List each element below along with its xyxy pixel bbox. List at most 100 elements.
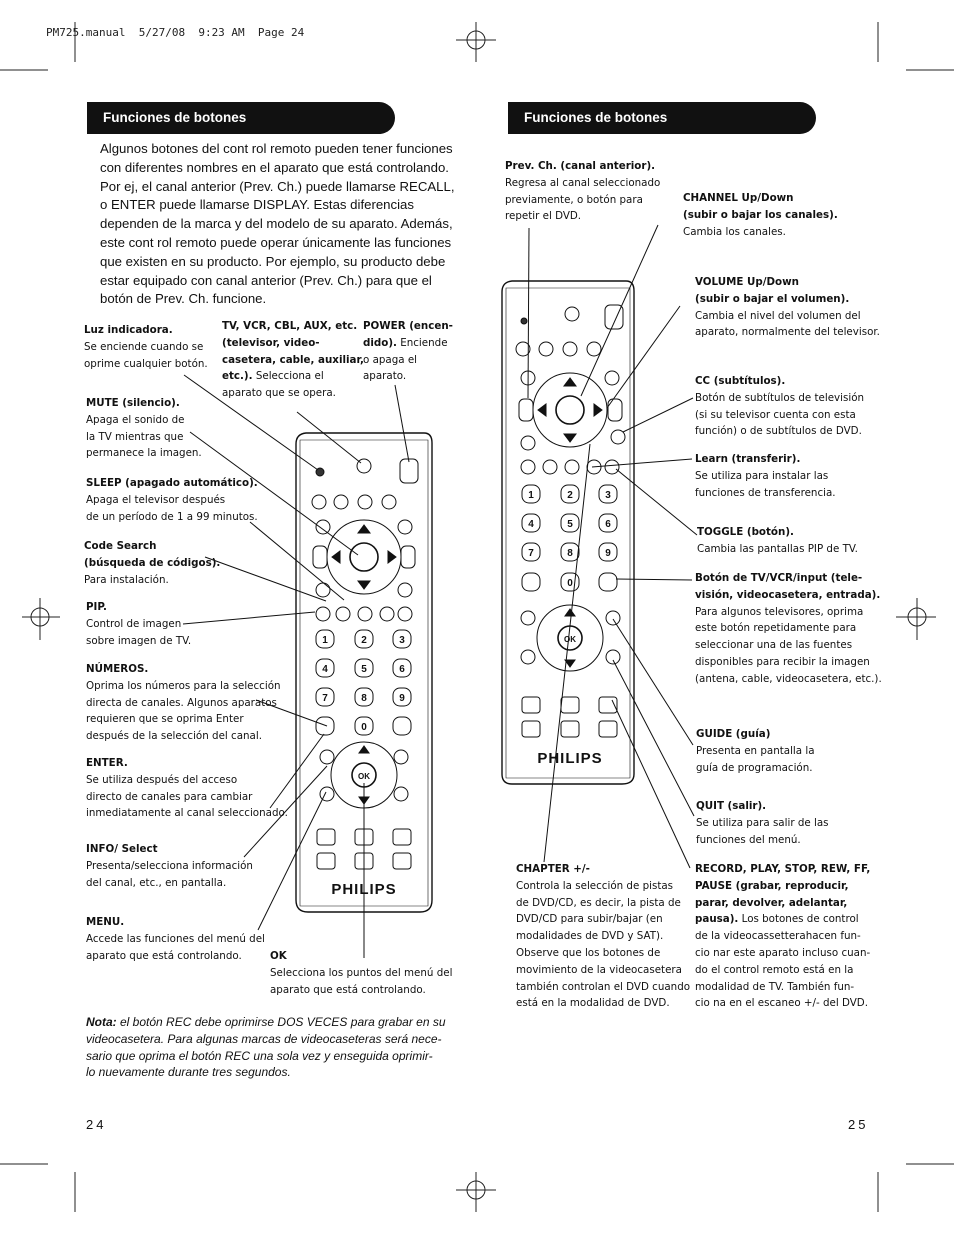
label-title: (subir o bajar el volumen). — [695, 292, 850, 305]
right-section-banner: Funciones de botones — [508, 102, 816, 134]
label-mute: MUTE (silencio). Apaga el sonido de la T… — [86, 395, 202, 462]
label-text: o apaga el — [363, 353, 418, 366]
intro-line: este cont rol remoto puede operar únicam… — [100, 234, 452, 250]
label-text: modalidad de TV. También fun- — [695, 980, 855, 993]
intro-line: con diferentes nombres en el aparato que… — [100, 159, 449, 175]
label-title: (televisor, video- — [222, 336, 320, 349]
key-7: 7 — [528, 548, 534, 559]
rec-note: Nota: el botón REC debe oprimirse DOS VE… — [86, 1014, 446, 1081]
label-title: PAUSE (grabar, reproducir, — [695, 879, 849, 892]
key-2: 2 — [567, 490, 573, 501]
label-text: Cambia el nivel del volumen del — [695, 309, 861, 322]
label-toggle: TOGGLE (botón). Cambia las pantallas PIP… — [697, 524, 858, 558]
label-text: movimiento de la videocasetera — [516, 963, 682, 976]
label-cc: CC (subtítulos). Botón de subtítulos de … — [695, 373, 864, 440]
label-quit: QUIT (salir). Se utiliza para salir de l… — [696, 798, 829, 848]
label-text: aparato que se opera. — [222, 387, 336, 400]
key-9: 9 — [399, 693, 405, 704]
label-text: disponibles para recibir la imagen — [695, 655, 870, 668]
label-text: Control de imagen — [86, 617, 182, 630]
key-4: 4 — [528, 519, 534, 530]
label-title: PIP. — [86, 601, 107, 613]
key-0: 0 — [361, 722, 367, 733]
label-text: Regresa al canal seleccionado — [505, 176, 661, 189]
label-text: directo de canales para cambiar — [86, 790, 253, 803]
label-title: TV, VCR, CBL, AUX, etc. — [222, 320, 358, 332]
label-title: (búsqueda de códigos). — [84, 556, 221, 569]
label-device-keys: TV, VCR, CBL, AUX, etc. (televisor, vide… — [222, 318, 364, 402]
label-title: TOGGLE (botón). — [697, 526, 794, 538]
label-channel: CHANNEL Up/Down (subir o bajar los canal… — [683, 190, 838, 240]
intro-line: dependen de la marca y del modelo de su … — [100, 216, 453, 232]
label-text: aparato que está controlando. — [270, 983, 426, 996]
label-title: SLEEP (apagado automático). — [86, 477, 258, 489]
label-text: guía de programación. — [696, 761, 813, 774]
print-header: PM725.manual 5/27/08 9:23 AM Page 24 — [46, 26, 305, 39]
label-title: pausa). — [695, 913, 739, 926]
label-text: de la videocassetterahacen fun- — [695, 930, 861, 943]
label-numeros: NÚMEROS. Oprima los números para la sele… — [86, 661, 281, 745]
note-text: el botón REC debe oprimirse DOS VECES pa… — [116, 1015, 446, 1029]
key-7: 7 — [322, 693, 328, 704]
note-text: lo nuevamente durante tres segundos. — [86, 1065, 291, 1080]
key-1: 1 — [528, 490, 534, 501]
label-text: repetir el DVD. — [505, 210, 582, 223]
label-text: directa de canales. Algunos aparatos — [86, 696, 277, 709]
label-text: Presenta en pantalla la — [696, 744, 815, 757]
label-code-search: Code Search (búsqueda de códigos). Para … — [84, 538, 220, 588]
label-text: Observe que los botones de — [516, 946, 661, 959]
key-6: 6 — [399, 664, 405, 675]
label-title: Luz indicadora. — [84, 324, 173, 336]
label-luz-indicadora: Luz indicadora. Se enciende cuando se op… — [84, 322, 208, 372]
left-section-banner: Funciones de botones — [87, 102, 395, 134]
label-text: funciones de transferencia. — [695, 486, 836, 499]
right-callout-lines — [527, 224, 698, 869]
label-title: (subir o bajar los canales). — [683, 208, 838, 221]
label-text: Enciende — [396, 336, 448, 349]
left-remote — [295, 432, 433, 913]
note-text: sario que oprima el botón REC una sola v… — [86, 1048, 433, 1063]
label-text: oprime cualquier botón. — [84, 357, 208, 370]
label-info-select: INFO/ Select Presenta/selecciona informa… — [86, 841, 253, 891]
label-title: QUIT (salir). — [696, 800, 767, 812]
label-title: NÚMEROS. — [86, 663, 149, 675]
left-callout-lines — [182, 374, 410, 958]
right-remote-brand: PHILIPS — [537, 750, 602, 767]
intro-line: Algunos botones del cont rol remoto pued… — [100, 141, 453, 156]
label-text: Cambia las pantallas PIP de TV. — [697, 542, 858, 555]
label-ok: OK Selecciona los puntos del menú del ap… — [270, 948, 452, 998]
label-menu: MENU. Accede las funciones del menú del … — [86, 914, 265, 964]
label-text: do el control remoto está en la — [695, 963, 854, 976]
key-0: 0 — [567, 578, 573, 589]
note-label: Nota: — [86, 1015, 117, 1029]
label-guide: GUIDE (guía) Presenta en pantalla la guí… — [696, 726, 815, 776]
label-text: este botón repetidamente para — [695, 622, 857, 635]
label-title: INFO/ Select — [86, 843, 158, 855]
label-volume: VOLUME Up/Down (subir o bajar el volumen… — [695, 274, 880, 341]
label-title: MENU. — [86, 916, 125, 928]
label-text: Botón de subtítulos de televisión — [695, 391, 865, 404]
label-text: también controlan el DVD cuando — [516, 980, 691, 993]
label-title: etc.). — [222, 370, 253, 383]
page-number-left: 24 — [86, 1117, 107, 1132]
label-title: Code Search — [84, 540, 157, 552]
label-text: de DVD/CD, es decir, la pista de — [516, 896, 681, 909]
label-text: la TV mientras que — [86, 430, 184, 443]
key-3: 3 — [399, 635, 405, 646]
label-text: Apaga el sonido de — [86, 413, 185, 426]
label-text: seleccionar una de las fuentes — [695, 639, 853, 652]
label-text: previamente, o botón para — [505, 193, 643, 206]
label-power: POWER (encen- dido). Enciende o apaga el… — [363, 318, 453, 385]
label-record-play: RECORD, PLAY, STOP, REW, FF, PAUSE (grab… — [695, 861, 870, 1012]
label-text: funciones del menú. — [696, 833, 801, 846]
label-text: Para algunos televisores, oprima — [695, 605, 864, 618]
key-3: 3 — [605, 490, 611, 501]
key-2: 2 — [361, 635, 367, 646]
key-9: 9 — [605, 548, 611, 559]
label-text: aparato. — [363, 370, 407, 383]
label-title: OK — [270, 950, 287, 962]
label-title: VOLUME Up/Down — [695, 276, 799, 288]
label-text: Oprima los números para la selección — [86, 679, 281, 692]
